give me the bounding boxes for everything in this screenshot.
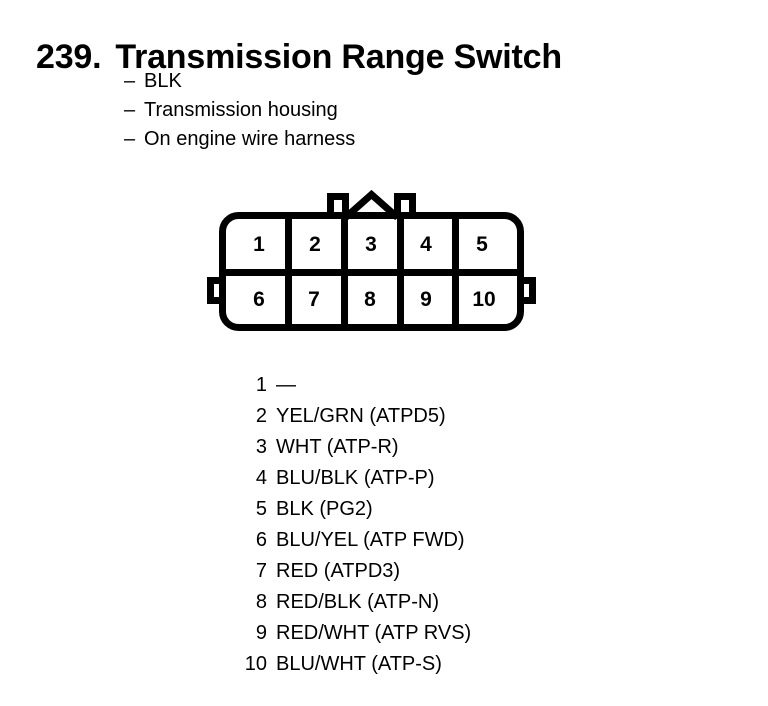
pin-row: 8 RED/BLK (ATP-N)	[200, 587, 600, 618]
note-item: – BLK	[124, 67, 544, 96]
pin-number: 3	[255, 436, 267, 458]
pin-number: 5	[255, 498, 267, 520]
dash-bullet-icon: –	[124, 99, 136, 121]
connector-cell-3: 3	[365, 233, 377, 256]
connector-cell-7: 7	[308, 288, 320, 311]
pin-number: 1	[255, 374, 267, 396]
top-keyway-peak-icon	[343, 189, 400, 221]
dash-bullet-icon: –	[124, 70, 136, 92]
connector-cell-9: 9	[420, 288, 432, 311]
connector-svg: 1 2 3 4 5 6 7 8 9 10	[207, 189, 536, 331]
top-tab-right-icon	[394, 193, 416, 216]
connector-cell-6: 6	[253, 288, 265, 311]
notes-list: – BLK – Transmission housing – On engine…	[124, 67, 544, 154]
pin-row: 7 RED (ATPD3)	[200, 556, 600, 587]
connector-cell-10: 10	[472, 288, 495, 311]
pin-number: 10	[244, 653, 267, 675]
pin-number: 2	[255, 405, 267, 427]
pin-row: 6 BLU/YEL (ATP FWD)	[200, 525, 600, 556]
pin-assignment-list: 1 — 2 YEL/GRN (ATPD5) 3 WHT (ATP-R) 4 BL…	[200, 370, 600, 680]
pin-number: 4	[255, 467, 267, 489]
pin-row: 2 YEL/GRN (ATPD5)	[200, 401, 600, 432]
side-tab-right-icon	[520, 277, 536, 304]
dash-bullet-icon: –	[124, 128, 136, 150]
connector-cell-5: 5	[476, 233, 488, 256]
pin-label: RED (ATPD3)	[276, 560, 401, 582]
pin-label: RED/WHT (ATP RVS)	[276, 622, 472, 644]
page-title-text: Transmission Range Switch	[115, 37, 562, 76]
page-title-number: 239.	[36, 37, 102, 76]
connector-cell-2: 2	[309, 233, 321, 256]
pin-label: —	[276, 374, 296, 396]
note-item: – Transmission housing	[124, 96, 544, 125]
pin-number: 6	[255, 529, 267, 551]
pin-label: BLU/YEL (ATP FWD)	[276, 529, 465, 551]
pin-number: 8	[255, 591, 267, 613]
pin-label: BLU/WHT (ATP-S)	[276, 653, 442, 675]
pin-row: 1 —	[200, 370, 600, 401]
pin-number: 7	[255, 560, 267, 582]
pin-label: RED/BLK (ATP-N)	[276, 591, 439, 613]
connector-cell-4: 4	[420, 233, 432, 256]
pin-label: BLK (PG2)	[276, 498, 373, 520]
page-title: 239. Transmission Range Switch	[36, 37, 562, 77]
connector-diagram: 1 2 3 4 5 6 7 8 9 10	[200, 185, 540, 340]
pin-row: 3 WHT (ATP-R)	[200, 432, 600, 463]
note-item-label: BLK	[144, 70, 182, 92]
pin-row: 4 BLU/BLK (ATP-P)	[200, 463, 600, 494]
pin-number: 9	[255, 622, 267, 644]
pin-row: 5 BLK (PG2)	[200, 494, 600, 525]
pin-label: YEL/GRN (ATPD5)	[276, 405, 446, 427]
note-item: – On engine wire harness	[124, 125, 544, 154]
connector-cell-1: 1	[253, 233, 265, 256]
top-tab-left-icon	[327, 193, 349, 216]
side-tab-left-icon	[207, 277, 223, 304]
note-item-label: On engine wire harness	[144, 128, 356, 150]
connector-cell-8: 8	[364, 288, 376, 311]
pin-row: 10 BLU/WHT (ATP-S)	[200, 649, 600, 680]
pin-label: BLU/BLK (ATP-P)	[276, 467, 435, 489]
pin-label: WHT (ATP-R)	[276, 436, 399, 458]
note-item-label: Transmission housing	[144, 99, 338, 121]
pin-row: 9 RED/WHT (ATP RVS)	[200, 618, 600, 649]
